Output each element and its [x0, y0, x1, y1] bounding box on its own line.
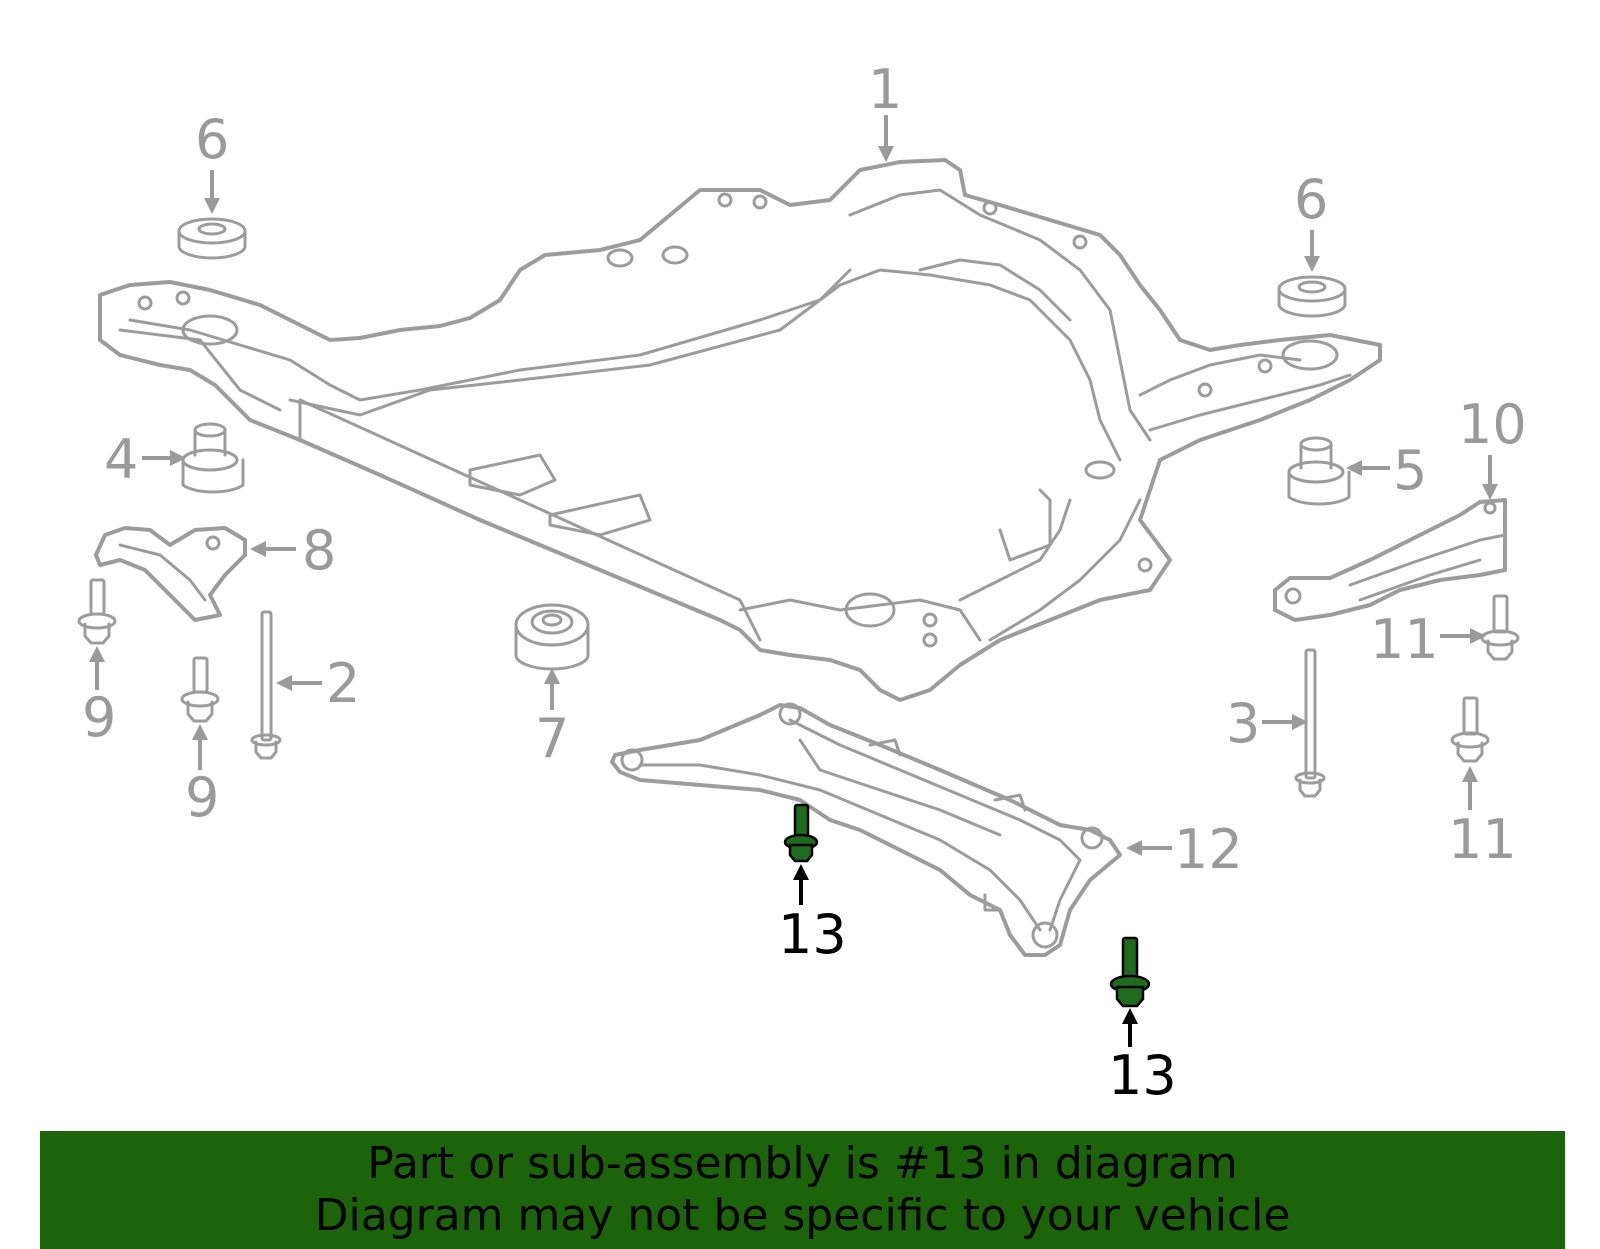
callout-13-right: 13 [1108, 1044, 1177, 1107]
crossmember-part-12 [610, 702, 1122, 957]
callout-4: 4 [104, 428, 138, 491]
bolt-part-11-lower [1450, 696, 1490, 763]
callout-12: 12 [1174, 818, 1243, 881]
bushing-part-5 [1287, 436, 1351, 506]
callout-3: 3 [1226, 692, 1260, 755]
highlighted-bolt-part-13-right[interactable] [1109, 936, 1151, 1008]
callout-9-left: 9 [82, 686, 116, 749]
mount-part-7 [514, 603, 590, 671]
callout-2: 2 [326, 652, 360, 715]
callout-7: 7 [535, 707, 569, 770]
callout-11-lower: 11 [1448, 808, 1517, 871]
bracket-part-8 [94, 526, 247, 622]
callout-11-upper: 11 [1370, 608, 1439, 671]
callout-arrows [89, 115, 1498, 1047]
banner-line-disclaimer: Diagram may not be specific to your vehi… [314, 1190, 1291, 1241]
callout-10: 10 [1458, 393, 1527, 456]
subframe-part-1 [98, 158, 1382, 702]
callout-13-left: 13 [778, 903, 847, 966]
bolt-part-11-upper [1480, 594, 1520, 661]
callout-labels: 1 6 6 4 5 8 9 9 2 7 10 11 11 3 12 13 13 [82, 58, 1527, 1107]
washer-part-6-right [1277, 275, 1347, 318]
callout-6-left: 6 [195, 108, 229, 171]
highlighted-bolt-part-13-left[interactable] [783, 803, 819, 863]
info-banner: Part or sub-assembly is #13 in diagram D… [40, 1131, 1565, 1249]
washer-part-6-left [177, 217, 247, 260]
bracket-part-10 [1273, 498, 1507, 622]
bolt-part-9-left [77, 578, 117, 645]
callout-8: 8 [302, 519, 336, 582]
callout-6-right: 6 [1294, 168, 1328, 231]
banner-line-part: Part or sub-assembly is #13 in diagram [367, 1138, 1238, 1189]
bolt-part-9-right [180, 656, 220, 723]
long-bolt-part-2 [250, 610, 282, 760]
bushing-part-4 [181, 422, 245, 494]
callout-5: 5 [1393, 439, 1427, 502]
callout-1: 1 [868, 58, 902, 121]
long-bolt-part-3 [1294, 648, 1326, 798]
callout-9-right: 9 [185, 766, 219, 829]
